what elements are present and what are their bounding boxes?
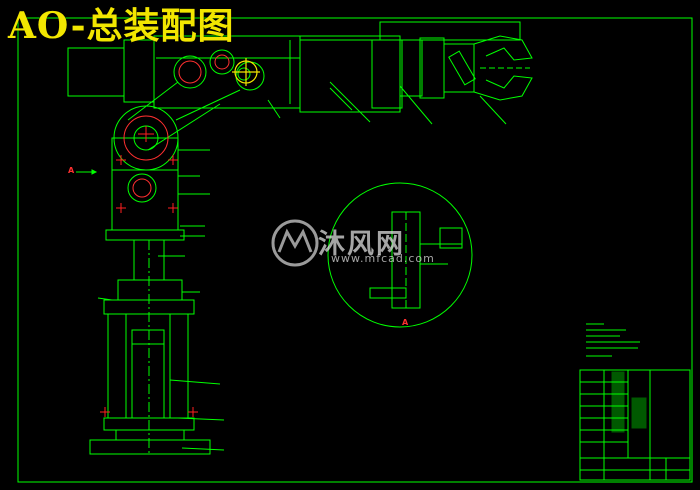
elbow-link <box>127 81 241 151</box>
mf-logo-icon <box>271 219 319 267</box>
base-column <box>89 239 211 455</box>
drawing-title: AO-总装配图 <box>8 5 235 47</box>
gear-train <box>123 54 230 198</box>
center-marks <box>100 126 198 417</box>
detail-view-a <box>327 182 473 328</box>
watermark-url: www.mfcad.com <box>331 252 435 265</box>
leader-lines <box>76 85 507 451</box>
watermark-text: 沐风网 <box>318 229 405 260</box>
technical-notes <box>586 323 640 357</box>
upper-arm <box>67 21 521 123</box>
view-marker-left: A <box>68 166 75 175</box>
drawing-border <box>17 17 693 483</box>
pivot-highlight <box>232 58 260 86</box>
title-block <box>579 369 691 481</box>
view-marker-detail: A <box>402 318 409 327</box>
gripper <box>419 35 533 101</box>
shoulder-joint <box>105 105 185 241</box>
